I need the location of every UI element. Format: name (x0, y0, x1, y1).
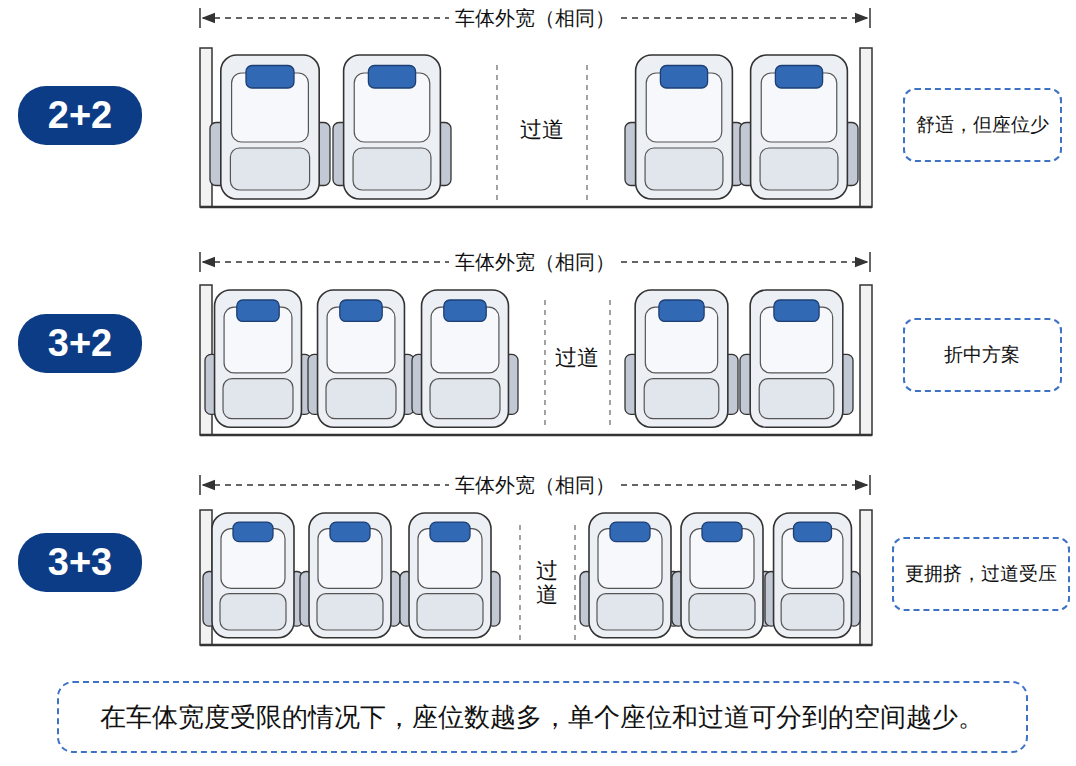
seat (205, 290, 311, 427)
aisle-label: 过道 (555, 343, 599, 373)
seat (625, 55, 743, 199)
node-text: 3+2 (48, 322, 112, 365)
seat (740, 290, 853, 427)
aisle-label: 过道 (536, 559, 558, 607)
note-box: 舒适，但座位少 (903, 88, 1062, 162)
summary-box: 在车体宽度受限的情况下，座位数越多，单个座位和过道可分到的空间越少。 (57, 681, 1028, 753)
seat (300, 513, 400, 638)
layout-badge: 3+3 (18, 533, 142, 592)
node-text: 在车体宽度受限的情况下，座位数越多，单个座位和过道可分到的空间越少。 (100, 700, 984, 735)
bus-cross-section (200, 510, 872, 645)
layout-badge: 3+2 (18, 314, 142, 373)
seat (672, 513, 772, 638)
node-text: 折中方案 (944, 342, 1020, 368)
seat (210, 55, 330, 199)
dimension-label: 车体外宽（相同） (449, 472, 621, 499)
note-box: 折中方案 (903, 318, 1062, 392)
note-box: 更拥挤，过道受压 (892, 537, 1070, 611)
node-text: 2+2 (48, 94, 112, 137)
seat (308, 290, 414, 427)
seat (412, 290, 518, 427)
dimension-label: 车体外宽（相同） (449, 249, 621, 276)
seat (580, 513, 680, 638)
bus-cross-section (200, 48, 872, 207)
seat (333, 55, 451, 199)
node-text: 舒适，但座位少 (916, 112, 1049, 138)
node-text: 更拥挤，过道受压 (905, 561, 1057, 587)
seats (203, 55, 860, 638)
bus-cross-section (200, 285, 872, 435)
seat (740, 55, 858, 199)
node-text: 3+3 (48, 541, 112, 584)
aisle-label: 过道 (520, 115, 564, 145)
dimension-label: 车体外宽（相同） (449, 5, 621, 32)
layout-badge: 2+2 (18, 86, 142, 145)
seat (765, 513, 860, 638)
seat (400, 513, 500, 638)
seat (203, 513, 303, 638)
seat (625, 290, 738, 427)
